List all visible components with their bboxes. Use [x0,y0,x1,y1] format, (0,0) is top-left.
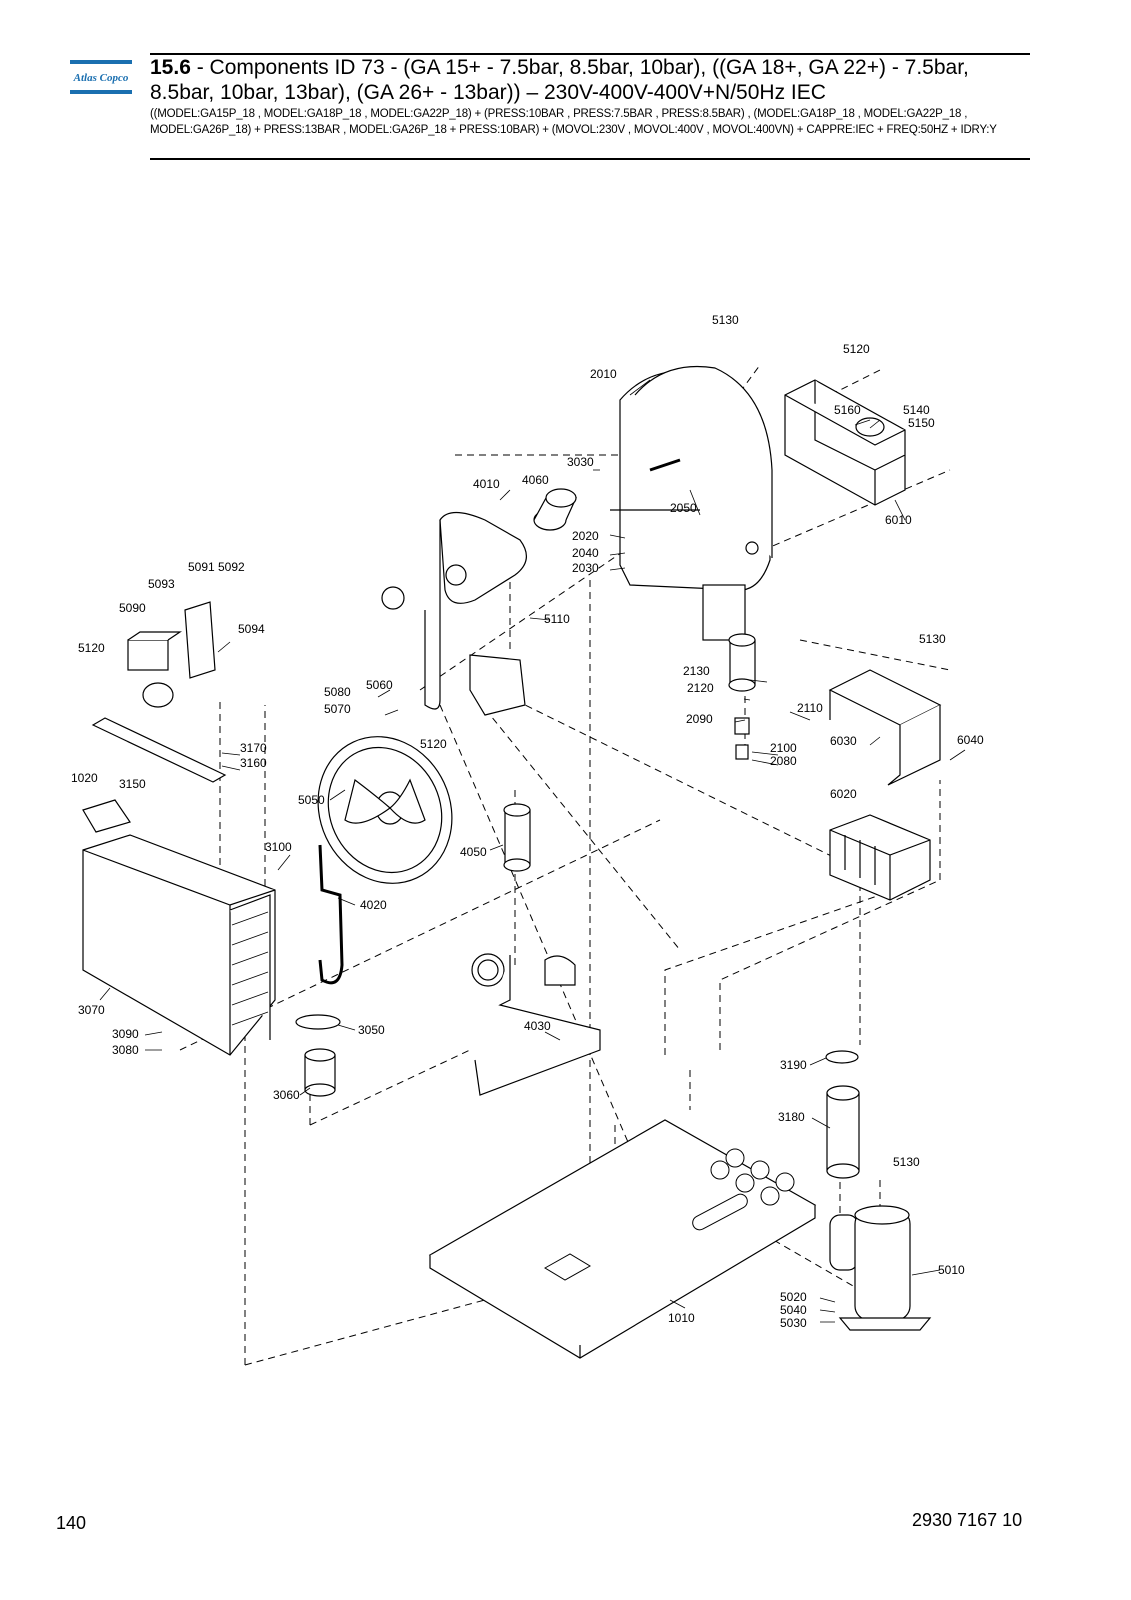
callout-5030: 5030 [780,1316,807,1330]
transformer-6020 [829,814,931,901]
document-number: 2930 7167 10 [912,1510,1023,1530]
sleeve-4060 [533,488,577,531]
callout-5020: 5020 [780,1290,807,1304]
fitting-2090 [734,717,750,735]
compressor-5010 [829,1205,932,1331]
callout-3080: 3080 [112,1043,139,1057]
callout-5140: 5140 [903,403,930,417]
callout-5120-mid: 5120 [420,737,447,751]
callout-5040: 5040 [780,1303,807,1317]
leader-lines [99,379,966,1323]
callout-2130: 2130 [683,664,710,678]
callout-5093: 5093 [148,577,175,591]
callout-5130-right: 5130 [919,632,946,646]
header-top-rule [150,53,1030,55]
title-text: - Components ID 73 - (GA 15+ - 7.5bar, 8… [150,56,969,104]
atlas-copco-logo: Atlas Copco [70,60,132,94]
dryer-3060 [304,1048,336,1097]
baseplate-1010 [428,1119,817,1359]
page-title: 15.6 - Components ID 73 - (GA 15+ - 7.5b… [150,55,1030,105]
callout-5091: 5091 [188,560,215,574]
callout-3150: 3150 [119,777,146,791]
callout-4060: 4060 [522,473,549,487]
callout-3100: 3100 [265,840,292,854]
callout-5060: 5060 [366,678,393,692]
cover-6030 [828,669,942,786]
callout-5092: 5092 [218,560,245,574]
callout-2050: 2050 [670,501,697,515]
sleeve-2130 [728,633,756,692]
callout-6040: 6040 [957,733,984,747]
sleeve-3180 [826,1085,860,1179]
fan-5050 [317,736,453,884]
callout-5070: 5070 [324,702,351,716]
control-box-6010 [784,379,906,506]
callout-6020: 6020 [830,787,857,801]
callout-5120-left: 5120 [78,641,105,655]
callout-5080: 5080 [324,685,351,699]
callout-5130-lower: 5130 [893,1155,920,1169]
callout-4020: 4020 [360,898,387,912]
callout-1010: 1010 [668,1311,695,1325]
strip-3150 [91,717,227,783]
callout-3090: 3090 [112,1027,139,1041]
pipe-assembly-4010 [381,511,527,716]
callout-2010: 2010 [590,367,617,381]
callout-3170: 3170 [240,741,267,755]
callout-5090: 5090 [119,601,146,615]
callout-3190: 3190 [780,1058,807,1072]
callout-5110: 5110 [544,612,570,626]
callout-6030: 6030 [830,734,857,748]
sleeve-4050 [503,803,531,872]
callout-5120: 5120 [843,342,870,356]
callout-2030: 2030 [572,561,599,575]
callout-2040: 2040 [572,546,599,560]
header-bottom-rule [150,158,1030,160]
callout-3060: 3060 [273,1088,300,1102]
callout-5150: 5150 [908,416,935,430]
callout-5160: 5160 [834,403,861,417]
clamp-3050 [295,1014,341,1030]
callout-labels: 5130 5120 2010 5160 5140 5150 3030 4060 … [71,313,984,1330]
page-subtitle: ((MODEL:GA15P_18 , MODEL:GA18P_18 , MODE… [150,108,997,136]
callout-4050: 4050 [460,845,487,859]
page-number: 140 [56,1513,87,1533]
switch-5090 [127,601,216,708]
callout-5010: 5010 [938,1263,965,1277]
callout-4010: 4010 [473,477,500,491]
pipe-4020 [318,844,344,985]
svg-text:Atlas Copco: Atlas Copco [73,72,129,84]
callout-2090: 2090 [686,712,713,726]
callout-2110: 2110 [797,701,823,715]
callout-3180: 3180 [778,1110,805,1124]
housing-2010 [610,365,773,641]
callout-1020: 1020 [71,771,98,785]
washer-3190 [825,1050,859,1064]
callout-3160: 3160 [240,756,267,770]
callout-3050: 3050 [358,1023,385,1037]
callout-2080: 2080 [770,754,797,768]
section-number: 15.6 [150,56,191,79]
callout-6010: 6010 [885,513,912,527]
callout-5130: 5130 [712,313,739,327]
callout-2020: 2020 [572,529,599,543]
plate-1020 [82,799,131,833]
capillary-4030 [471,953,601,1096]
callout-2100: 2100 [770,741,797,755]
fitting-2100 [735,744,749,760]
callout-2120: 2120 [687,681,714,695]
callout-3030: 3030 [567,455,594,469]
callout-4030: 4030 [524,1019,551,1033]
condenser-3070 [82,834,276,1056]
callout-5050: 5050 [298,793,325,807]
callout-3070: 3070 [78,1003,105,1017]
callout-5094: 5094 [238,622,265,636]
